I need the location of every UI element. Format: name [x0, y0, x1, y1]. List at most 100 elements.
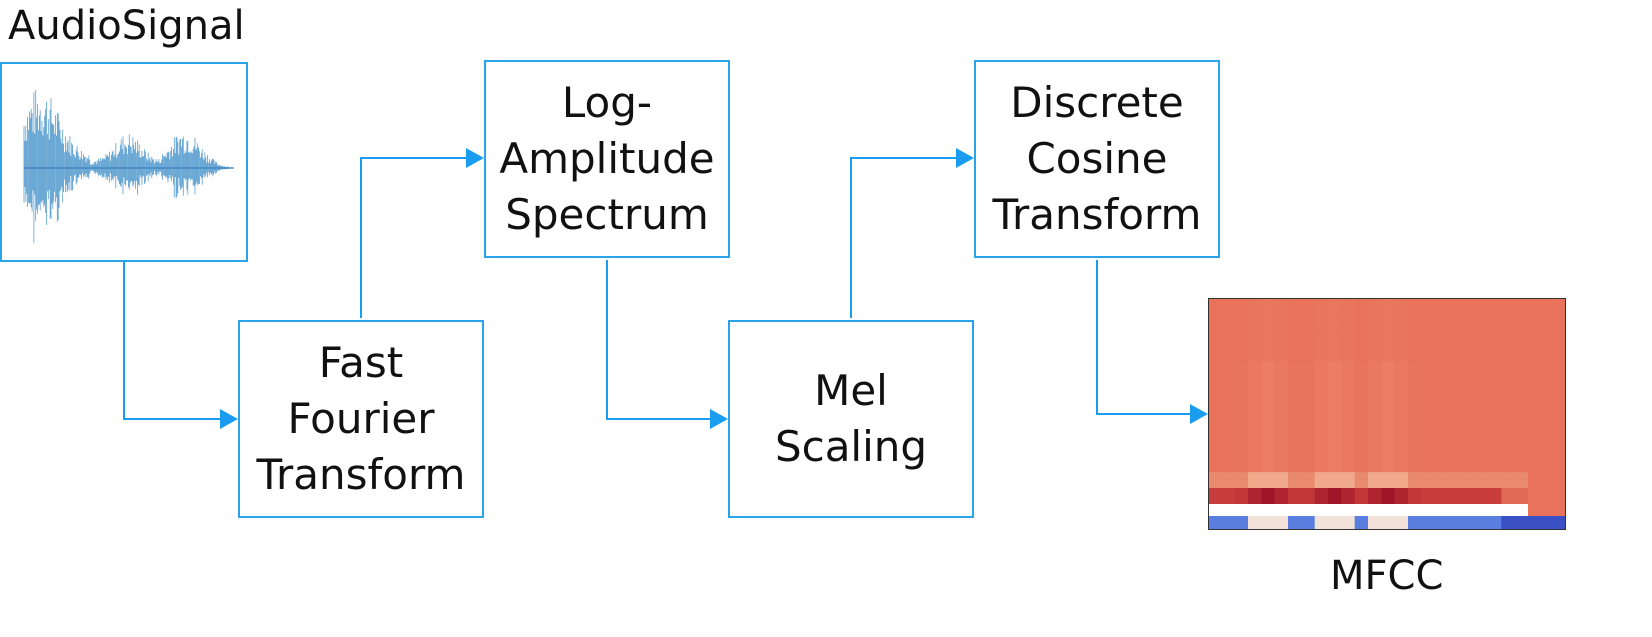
heatmap-cell	[1488, 361, 1502, 378]
heatmap-cell	[1501, 393, 1516, 410]
heatmap-cell	[1301, 393, 1316, 410]
heatmap-cell	[1394, 345, 1409, 362]
heatmap-cell	[1514, 393, 1529, 410]
heatmap-cell	[1488, 472, 1502, 489]
heatmap-cell	[1434, 393, 1449, 410]
heatmap-cell	[1234, 361, 1249, 378]
heatmap-cell	[1221, 424, 1236, 441]
heatmap-cell	[1221, 472, 1236, 489]
heatmap-cell	[1434, 313, 1449, 331]
heatmap-cell	[1234, 329, 1249, 346]
heatmap-cell	[1328, 440, 1342, 457]
heatmap-cell	[1474, 488, 1489, 504]
heatmap-cell	[1261, 377, 1276, 394]
log-amplitude-box: Log- Amplitude Spectrum	[484, 60, 730, 258]
heatmap-cell	[1514, 329, 1529, 346]
heatmap-cell	[1448, 345, 1462, 362]
heatmap-cell	[1461, 408, 1476, 426]
heatmap-cell	[1434, 488, 1449, 504]
heatmap-cell	[1248, 313, 1262, 331]
heatmap-cell	[1288, 456, 1302, 473]
heatmap-cell	[1314, 408, 1329, 426]
heatmap-cell	[1234, 377, 1249, 394]
heatmap-cell	[1514, 440, 1529, 457]
heatmap-cell	[1448, 456, 1462, 473]
heatmap-cell	[1394, 377, 1409, 394]
heatmap-cell	[1461, 361, 1476, 378]
heatmap-cell	[1514, 472, 1529, 489]
heatmap-cell	[1341, 440, 1356, 457]
heatmap-cell	[1208, 329, 1222, 346]
heatmap-cell	[1514, 488, 1529, 504]
heatmap-cell	[1461, 472, 1476, 489]
heatmap-cell	[1221, 361, 1236, 378]
heatmap-cell	[1421, 361, 1436, 378]
heatmap-cell	[1301, 361, 1316, 378]
heatmap-cell	[1301, 488, 1316, 504]
heatmap-cell	[1381, 516, 1396, 530]
heatmap-cell	[1381, 440, 1396, 457]
heatmap-cell	[1368, 329, 1382, 346]
heatmap-cell	[1488, 298, 1502, 315]
heatmap-cell	[1514, 313, 1529, 331]
heatmap-cell	[1461, 456, 1476, 473]
heatmap-cell	[1421, 472, 1436, 489]
heatmap-cell	[1474, 345, 1489, 362]
heatmap-cell	[1248, 345, 1262, 362]
heatmap-cell	[1314, 345, 1329, 362]
heatmap-cell	[1354, 329, 1369, 346]
heatmap-cell	[1341, 393, 1356, 410]
heatmap-cell	[1341, 456, 1356, 473]
heatmap-cell	[1341, 329, 1356, 346]
heatmap-cell	[1288, 345, 1302, 362]
heatmap-cell	[1274, 393, 1289, 410]
heatmap-cell	[1514, 424, 1529, 441]
heatmap-cell	[1301, 472, 1316, 489]
heatmap-cell	[1434, 361, 1449, 378]
heatmap-cell	[1248, 361, 1262, 378]
heatmap-cell	[1501, 424, 1516, 441]
heatmap-cell	[1368, 516, 1382, 530]
heatmap-cell	[1448, 516, 1462, 530]
heatmap-cell	[1488, 345, 1502, 362]
heatmap-cell	[1434, 408, 1449, 426]
heatmap-cell	[1368, 313, 1382, 331]
arrow-mel-to-dct	[850, 157, 960, 318]
heatmap-cell	[1208, 456, 1222, 473]
heatmap-cell	[1314, 516, 1329, 530]
heatmap-cell	[1234, 456, 1249, 473]
dct-box: Discrete Cosine Transform	[974, 60, 1220, 258]
heatmap-cell	[1368, 424, 1382, 441]
dct-label: Discrete Cosine Transform	[992, 78, 1202, 239]
heatmap-cell	[1488, 329, 1502, 346]
heatmap-cell	[1301, 377, 1316, 394]
heatmap-cell	[1234, 313, 1249, 331]
heatmap-cell	[1488, 424, 1502, 441]
heatmap-cell	[1328, 472, 1342, 489]
heatmap-cell	[1234, 424, 1249, 441]
heatmap-cell	[1434, 298, 1449, 315]
heatmap-cell	[1248, 298, 1262, 315]
heatmap-cell	[1301, 440, 1316, 457]
heatmap-cell	[1408, 488, 1422, 504]
heatmap-cell	[1234, 393, 1249, 410]
heatmap-cell	[1288, 516, 1302, 530]
heatmap-cell	[1394, 393, 1409, 410]
heatmap-cell	[1328, 345, 1342, 362]
fft-label: Fast Fourier Transform	[256, 338, 466, 499]
heatmap-cell	[1274, 456, 1289, 473]
heatmap-cell	[1274, 424, 1289, 441]
heatmap-cell	[1314, 424, 1329, 441]
heatmap-cell	[1261, 440, 1276, 457]
heatmap-cell	[1261, 408, 1276, 426]
heatmap-cell	[1288, 393, 1302, 410]
heatmap-cell	[1274, 408, 1289, 426]
heatmap-cell	[1328, 408, 1342, 426]
heatmap-cell	[1408, 408, 1422, 426]
heatmap-cell	[1341, 472, 1356, 489]
heatmap-cell	[1408, 456, 1422, 473]
heatmap-cell	[1514, 408, 1529, 426]
heatmap-cell	[1394, 456, 1409, 473]
heatmap-cell	[1408, 516, 1422, 530]
heatmap-right-bottom	[1528, 516, 1566, 530]
